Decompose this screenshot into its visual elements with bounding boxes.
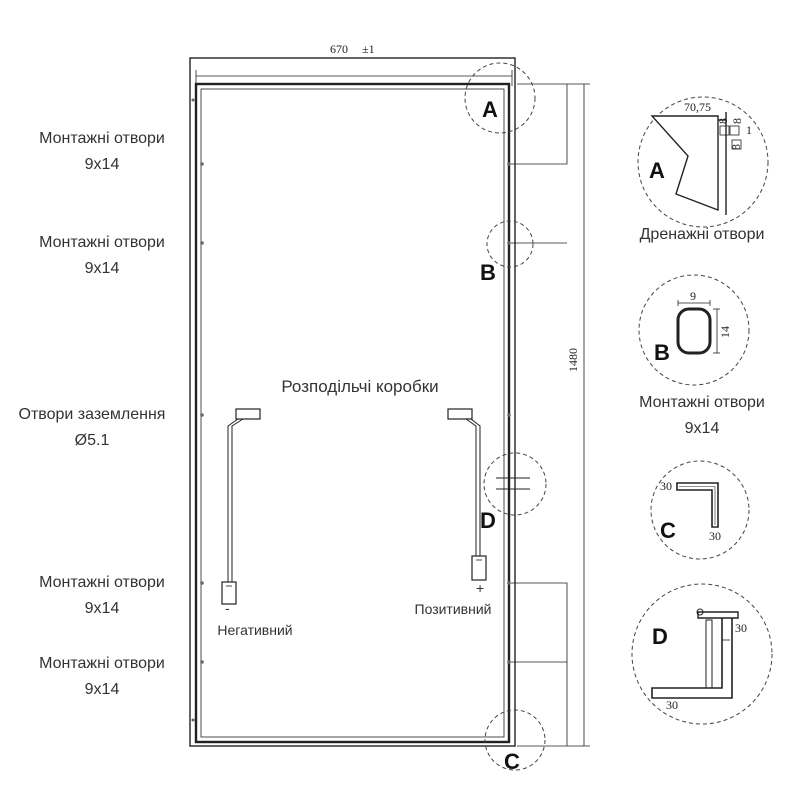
marker-c: C	[504, 749, 520, 774]
detail-a-dim1: 70,75	[684, 100, 711, 114]
marker-a: A	[482, 97, 498, 122]
label-mount-holes-4-size: 9x14	[84, 681, 120, 698]
detail-a-dim2: 8	[716, 118, 730, 124]
marker-d: D	[480, 508, 496, 533]
detail-b-height: 14	[718, 326, 732, 338]
label-grounding-size: Ø5.1	[74, 432, 110, 449]
detail-b-width: 9	[690, 289, 696, 303]
panel-frame	[189, 57, 516, 747]
detail-d-dim1: 30	[735, 621, 747, 635]
detail-c-dim2: 30	[709, 529, 721, 543]
detail-b-caption: Монтажні отвори 9x14	[616, 390, 788, 442]
label-mount-holes-4-title: Монтажні отвори	[39, 655, 165, 672]
positive-sign: +	[476, 580, 484, 596]
label-mount-holes-3-title: Монтажні отвори	[39, 574, 165, 591]
detail-a-letter: A	[649, 158, 665, 183]
label-mount-holes-3: Монтажні отвори 9x14	[18, 570, 186, 622]
marker-b: B	[480, 260, 496, 285]
detail-b-caption-size: 9x14	[684, 420, 720, 437]
detail-b-letter: B	[654, 340, 670, 365]
label-mount-holes-2-size: 9x14	[84, 260, 120, 277]
detail-c-dim1: 30	[660, 479, 672, 493]
width-tolerance: ±1	[362, 42, 375, 56]
label-mount-holes-2-title: Монтажні отвори	[39, 234, 165, 251]
label-mount-holes-1: Монтажні отвори 9x14	[18, 126, 186, 178]
detail-a-dim3: 8	[730, 118, 744, 124]
frame-break-lines	[496, 477, 530, 490]
detail-d-letter: D	[652, 624, 668, 649]
detail-d-dim2: 30	[666, 698, 678, 712]
label-grounding-title: Отвори заземлення	[18, 406, 166, 423]
label-mount-holes-2: Монтажні отвори 9x14	[18, 230, 186, 282]
label-mount-holes-3-size: 9x14	[84, 600, 120, 617]
height-dimension	[517, 83, 590, 747]
label-mount-holes-1-size: 9x14	[84, 156, 120, 173]
detail-d	[631, 583, 773, 725]
detail-marker-circles	[464, 62, 547, 771]
mount-hole-brackets	[511, 84, 568, 746]
frame-holes	[191, 98, 511, 722]
label-mount-holes-1-title: Монтажні отвори	[39, 130, 165, 147]
label-mount-holes-4: Монтажні отвори 9x14	[18, 651, 186, 703]
detail-a-dim5: 1	[746, 123, 752, 137]
detail-c	[650, 460, 750, 560]
detail-a	[637, 96, 769, 228]
negative-sign: -	[225, 600, 230, 616]
junction-boxes-title: Розподільчі коробки	[281, 377, 439, 396]
width-value: 670	[330, 42, 348, 56]
width-dimension	[195, 70, 513, 86]
height-value: 1480	[566, 348, 580, 372]
detail-b	[638, 274, 750, 386]
negative-label: Негативний	[217, 622, 293, 638]
junction-box-positive	[447, 408, 487, 581]
detail-a-caption: Дренажні отвори	[639, 226, 765, 243]
detail-a-dim4: 8	[729, 144, 743, 150]
detail-b-caption-title: Монтажні отвори	[639, 394, 765, 411]
positive-label: Позитивний	[414, 601, 492, 617]
detail-c-letter: C	[660, 518, 676, 543]
label-grounding-holes: Отвори заземлення Ø5.1	[0, 402, 184, 454]
junction-box-negative	[221, 408, 261, 605]
